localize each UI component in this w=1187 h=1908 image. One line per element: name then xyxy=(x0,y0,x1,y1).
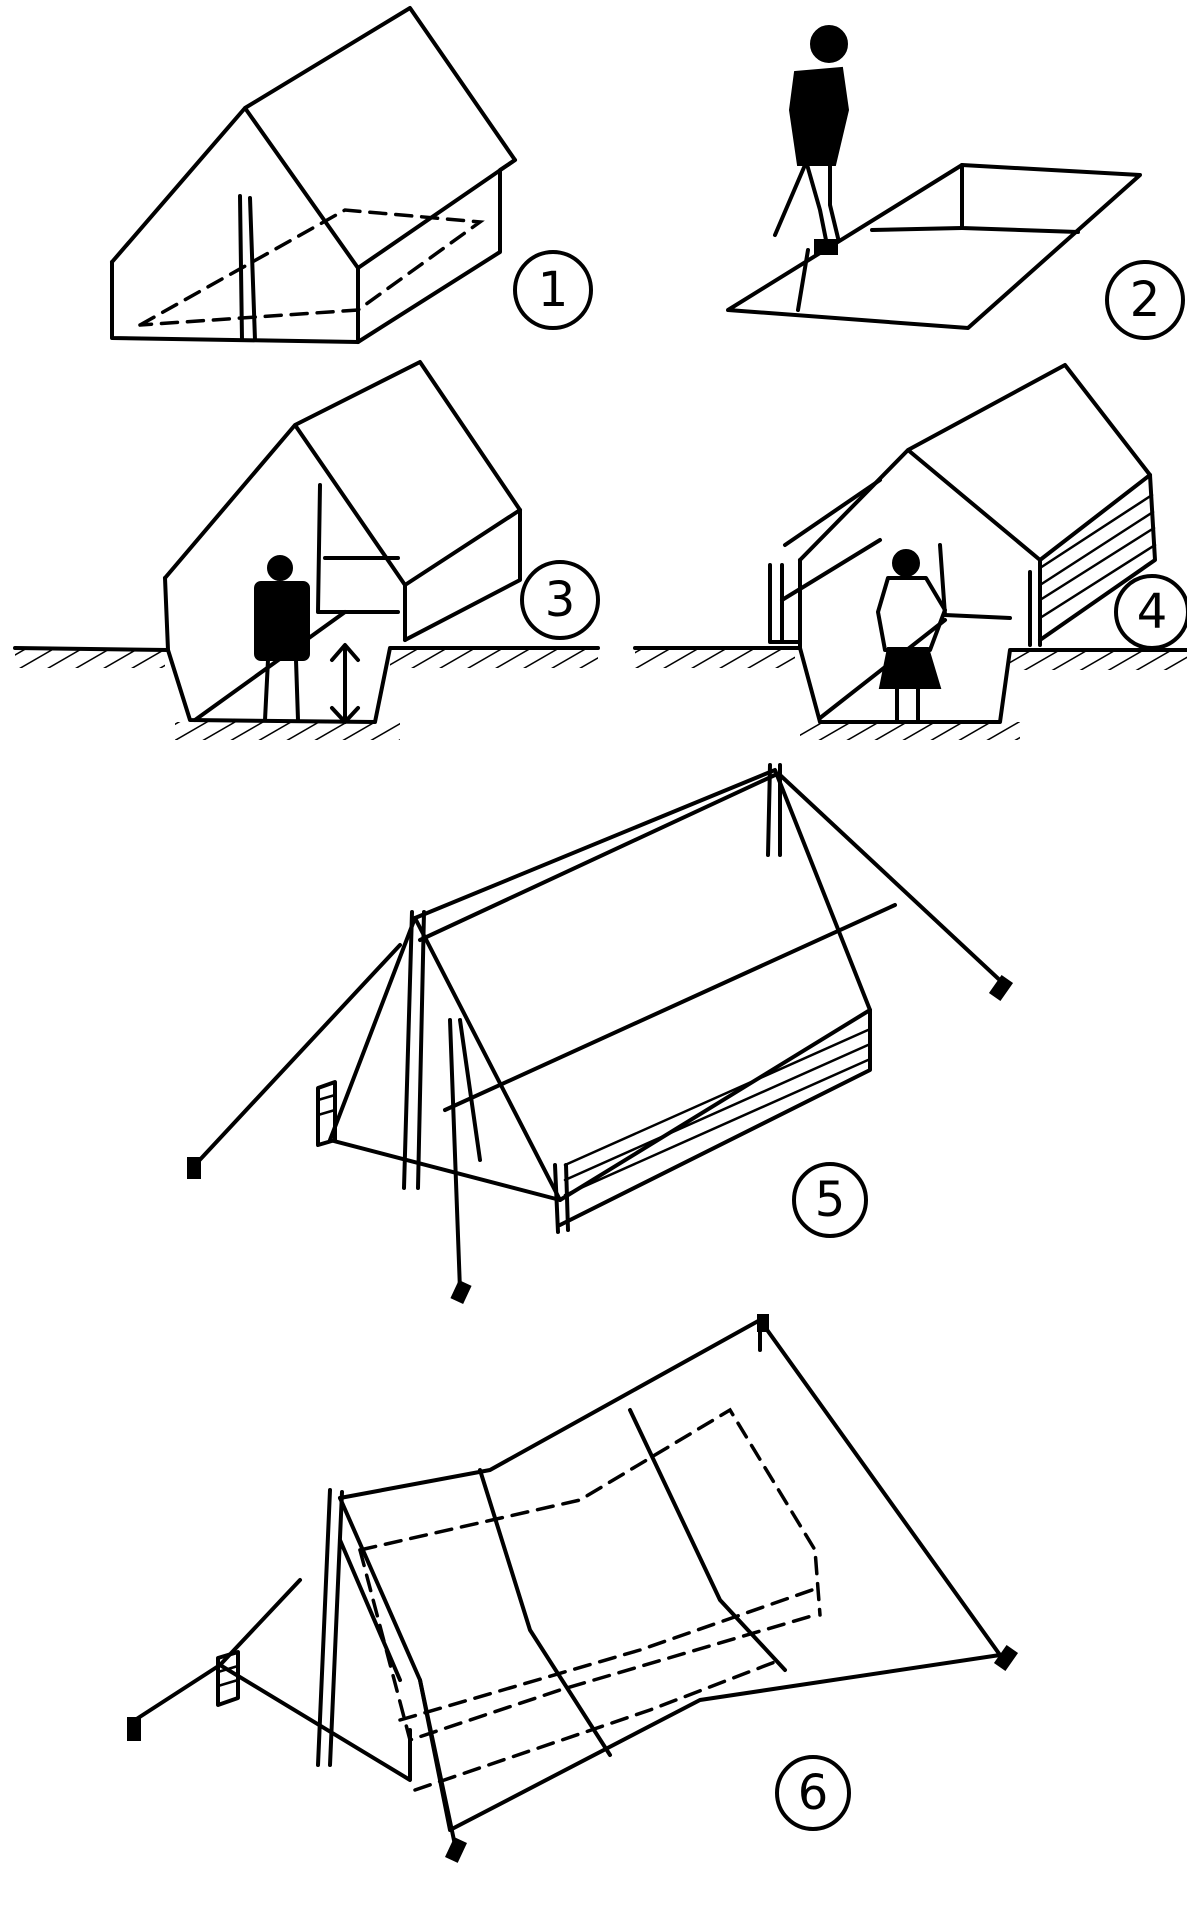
step-number: 3 xyxy=(545,572,576,628)
panel-5-ridge-tent xyxy=(188,765,1012,1303)
panel-4-log-wall-tent xyxy=(635,365,1187,740)
panel-1-wall-tent xyxy=(112,8,515,342)
step-3-label: 3 xyxy=(522,562,598,638)
panel-3-pit-tent xyxy=(15,362,598,740)
step-6-label: 6 xyxy=(777,1757,849,1829)
step-number: 5 xyxy=(815,1172,846,1228)
step-number: 2 xyxy=(1130,272,1161,328)
step-number: 4 xyxy=(1137,584,1168,640)
step-1-label: 1 xyxy=(515,252,591,328)
step-4-label: 4 xyxy=(1116,576,1187,648)
panel-6-panel-tent xyxy=(128,1315,1017,1862)
step-number: 6 xyxy=(798,1765,829,1821)
step-2-label: 2 xyxy=(1107,262,1183,338)
step-5-label: 5 xyxy=(794,1164,866,1236)
step-number: 1 xyxy=(538,262,569,318)
panel-2-digging xyxy=(728,26,1140,328)
